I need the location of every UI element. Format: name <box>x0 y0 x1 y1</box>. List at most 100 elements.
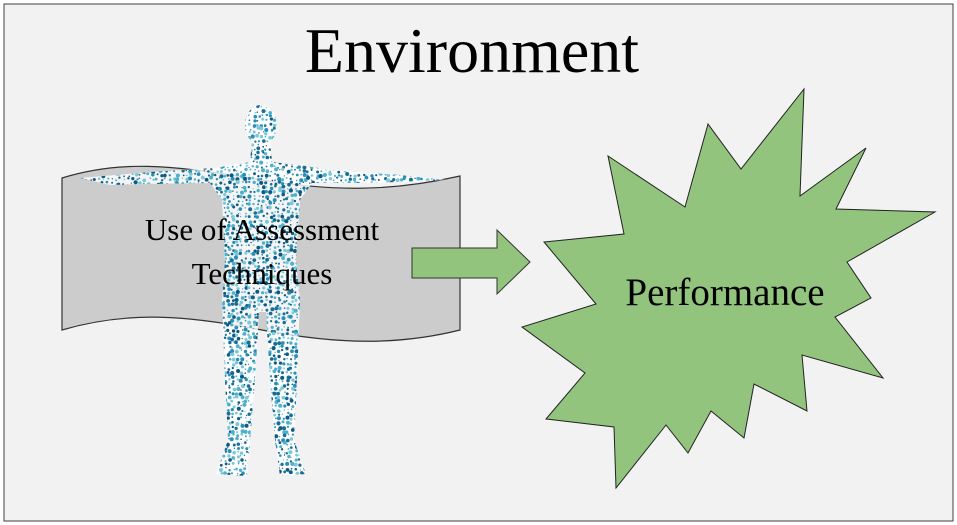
figure-dot <box>241 204 244 207</box>
figure-dot <box>241 220 245 224</box>
figure-dot <box>277 245 280 248</box>
figure-dot <box>248 233 251 236</box>
figure-dot <box>277 321 280 324</box>
figure-dot <box>274 173 277 175</box>
figure-dot <box>265 118 268 121</box>
figure-dot <box>255 321 259 325</box>
figure-dot <box>231 244 234 248</box>
figure-dot <box>274 195 277 198</box>
figure-dot <box>268 275 272 279</box>
figure-dot <box>198 170 200 173</box>
figure-dot <box>238 303 242 307</box>
figure-dot <box>299 178 304 183</box>
figure-dot <box>268 190 273 195</box>
figure-dot <box>233 182 236 186</box>
figure-dot <box>264 132 268 136</box>
figure-dot <box>231 291 236 295</box>
figure-dot <box>220 190 223 194</box>
figure-dot <box>203 170 205 172</box>
figure-dot <box>334 174 337 177</box>
figure-dot <box>276 277 280 281</box>
figure-dot <box>243 266 246 269</box>
figure-dot <box>296 202 299 206</box>
figure-dot <box>252 258 257 262</box>
figure-dot <box>247 314 252 319</box>
figure-dot <box>247 303 251 308</box>
figure-dot <box>280 214 285 219</box>
figure-dot <box>357 173 361 177</box>
figure-dot <box>245 212 247 215</box>
figure-dot <box>266 198 269 201</box>
figure-dot <box>232 227 236 231</box>
figure-dot <box>270 261 274 265</box>
figure-dot <box>277 180 282 184</box>
figure-dot <box>227 203 230 206</box>
figure-dot <box>266 216 268 219</box>
figure-dot <box>186 180 189 183</box>
figure-dot <box>251 143 255 147</box>
figure-dot <box>226 241 229 244</box>
figure-dot <box>285 311 289 315</box>
figure-dot <box>259 180 264 185</box>
figure-dot <box>252 225 255 228</box>
figure-dot <box>271 211 274 215</box>
figure-dot <box>107 177 110 180</box>
figure-dot <box>251 271 255 275</box>
figure-dot <box>282 312 286 316</box>
figure-dot <box>272 126 276 130</box>
figure-dot <box>269 279 272 282</box>
figure-dot <box>286 257 291 262</box>
figure-dot <box>136 178 139 181</box>
figure-dot <box>265 254 269 257</box>
figure-dot <box>244 251 248 255</box>
figure-dot <box>260 166 263 169</box>
figure-dot <box>223 326 226 329</box>
figure-dot <box>257 303 261 306</box>
figure-dot <box>269 248 272 250</box>
figure-dot <box>285 265 288 269</box>
figure-dot <box>227 254 230 256</box>
figure-dot <box>249 190 252 194</box>
figure-dot <box>249 300 252 304</box>
figure-dot <box>228 271 232 274</box>
figure-dot <box>289 248 294 252</box>
figure-dot <box>279 199 282 202</box>
figure-dot <box>298 182 301 185</box>
figure-dot <box>370 174 374 178</box>
figure-dot <box>274 184 277 188</box>
figure-dot <box>340 174 344 178</box>
figure-dot <box>386 173 391 177</box>
figure-dot <box>230 281 235 286</box>
figure-dot <box>232 299 235 302</box>
figure-dot <box>337 170 341 174</box>
figure-dot <box>274 231 277 234</box>
figure-dot <box>286 172 289 175</box>
figure-dot <box>262 261 265 264</box>
figure-dot <box>265 155 270 160</box>
figure-dot <box>231 261 236 266</box>
figure-dot <box>328 172 332 176</box>
figure-dot <box>258 274 260 277</box>
figure-dot <box>265 269 269 272</box>
figure-dot <box>238 237 242 241</box>
figure-dot <box>268 257 271 260</box>
figure-dot <box>248 119 251 121</box>
figure-dot <box>134 172 139 177</box>
figure-dot <box>239 310 243 314</box>
figure-dot <box>248 166 250 169</box>
figure-dot <box>269 117 273 121</box>
figure-dot <box>269 122 273 126</box>
figure-dot <box>257 211 261 215</box>
figure-dot <box>274 167 279 172</box>
figure-dot <box>248 279 251 281</box>
figure-dot <box>294 294 296 296</box>
figure-dot <box>260 219 263 223</box>
figure-dot <box>291 300 294 303</box>
figure-dot <box>237 224 240 227</box>
figure-dot <box>293 308 298 313</box>
figure-dot <box>254 264 257 268</box>
figure-dot <box>265 298 269 302</box>
figure-dot <box>292 241 295 244</box>
figure-dot <box>236 312 239 315</box>
figure-dot <box>257 265 261 269</box>
